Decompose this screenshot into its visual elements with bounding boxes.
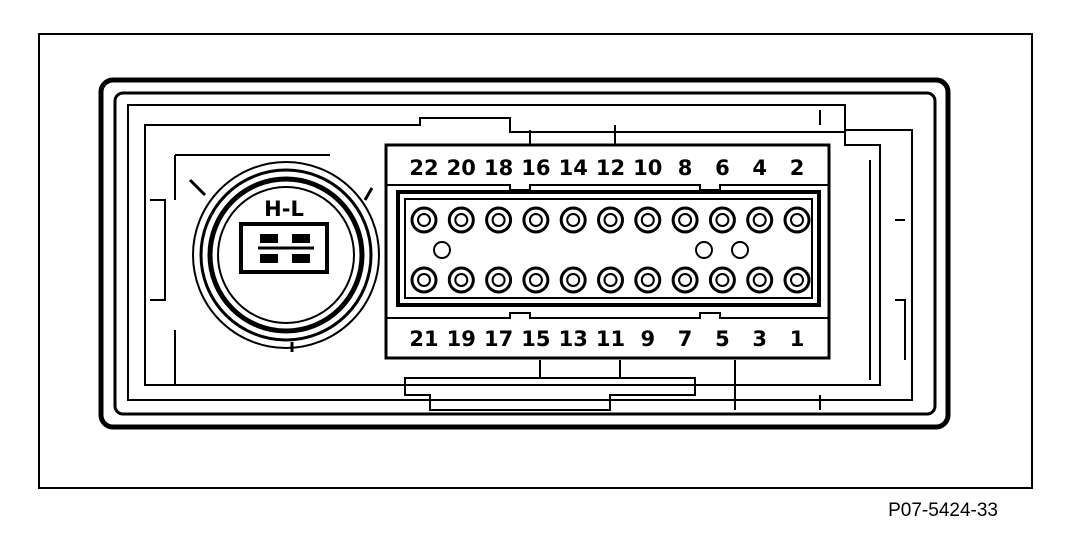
pin-number: 15 [521,327,550,351]
hl-plug-body [239,222,329,274]
pin-number: 4 [752,156,767,180]
pin-number: 5 [715,327,730,351]
pin-socket [671,266,699,294]
pin-number: 10 [633,156,662,180]
pin-socket [783,206,811,234]
pin-number: 18 [484,156,513,180]
pin-number: 1 [790,327,805,351]
pin-number: 11 [596,327,625,351]
pin-number: 22 [409,156,438,180]
pin-socket [485,266,513,294]
hl-plug-contact [260,234,278,243]
pin-socket [559,206,587,234]
pin-socket [410,206,438,234]
coding-hole [731,241,749,259]
hl-plug-contact [260,254,278,263]
pin-socket [597,266,624,294]
pin-number: 6 [715,156,730,180]
pin-socket [708,206,736,234]
figure-reference: P07-5424-33 [888,500,998,521]
pin-socket [708,266,736,294]
coding-hole [695,241,713,259]
pin-number: 12 [596,156,625,180]
round-socket: H-L [188,161,380,352]
pin-socket [671,206,699,234]
pin-socket [634,266,662,294]
pin-row-bottom [410,266,811,294]
pin-socket [559,266,587,294]
pin-number: 2 [790,156,805,180]
pin-number: 8 [678,156,693,180]
pin-block [384,143,831,360]
pin-socket [783,266,811,294]
pin-socket [746,206,774,234]
pin-number: 14 [559,156,588,180]
pin-socket [634,206,662,234]
pin-socket [485,206,513,234]
pin-socket [597,206,624,234]
figure-frame [38,33,1033,489]
pin-number: 20 [447,156,476,180]
hl-label: H-L [264,197,304,221]
housing-outline [98,77,951,430]
pin-socket [447,206,475,234]
pin-number: 17 [484,327,513,351]
pin-socket [522,206,550,234]
pin-number: 19 [447,327,476,351]
pin-number: 21 [409,327,438,351]
pin-number: 16 [521,156,550,180]
pin-socket [447,266,475,294]
pin-number: 13 [559,327,588,351]
coding-hole [433,241,451,259]
hl-plug-contact [292,234,310,243]
pin-number: 7 [678,327,693,351]
pin-socket [746,266,774,294]
hl-plug-contact [292,254,310,263]
coding-holes [433,241,749,259]
pin-socket [522,266,550,294]
pin-number: 3 [752,327,767,351]
pin-row-top [410,206,811,234]
pin-socket [410,266,438,294]
pin-number: 9 [640,327,655,351]
